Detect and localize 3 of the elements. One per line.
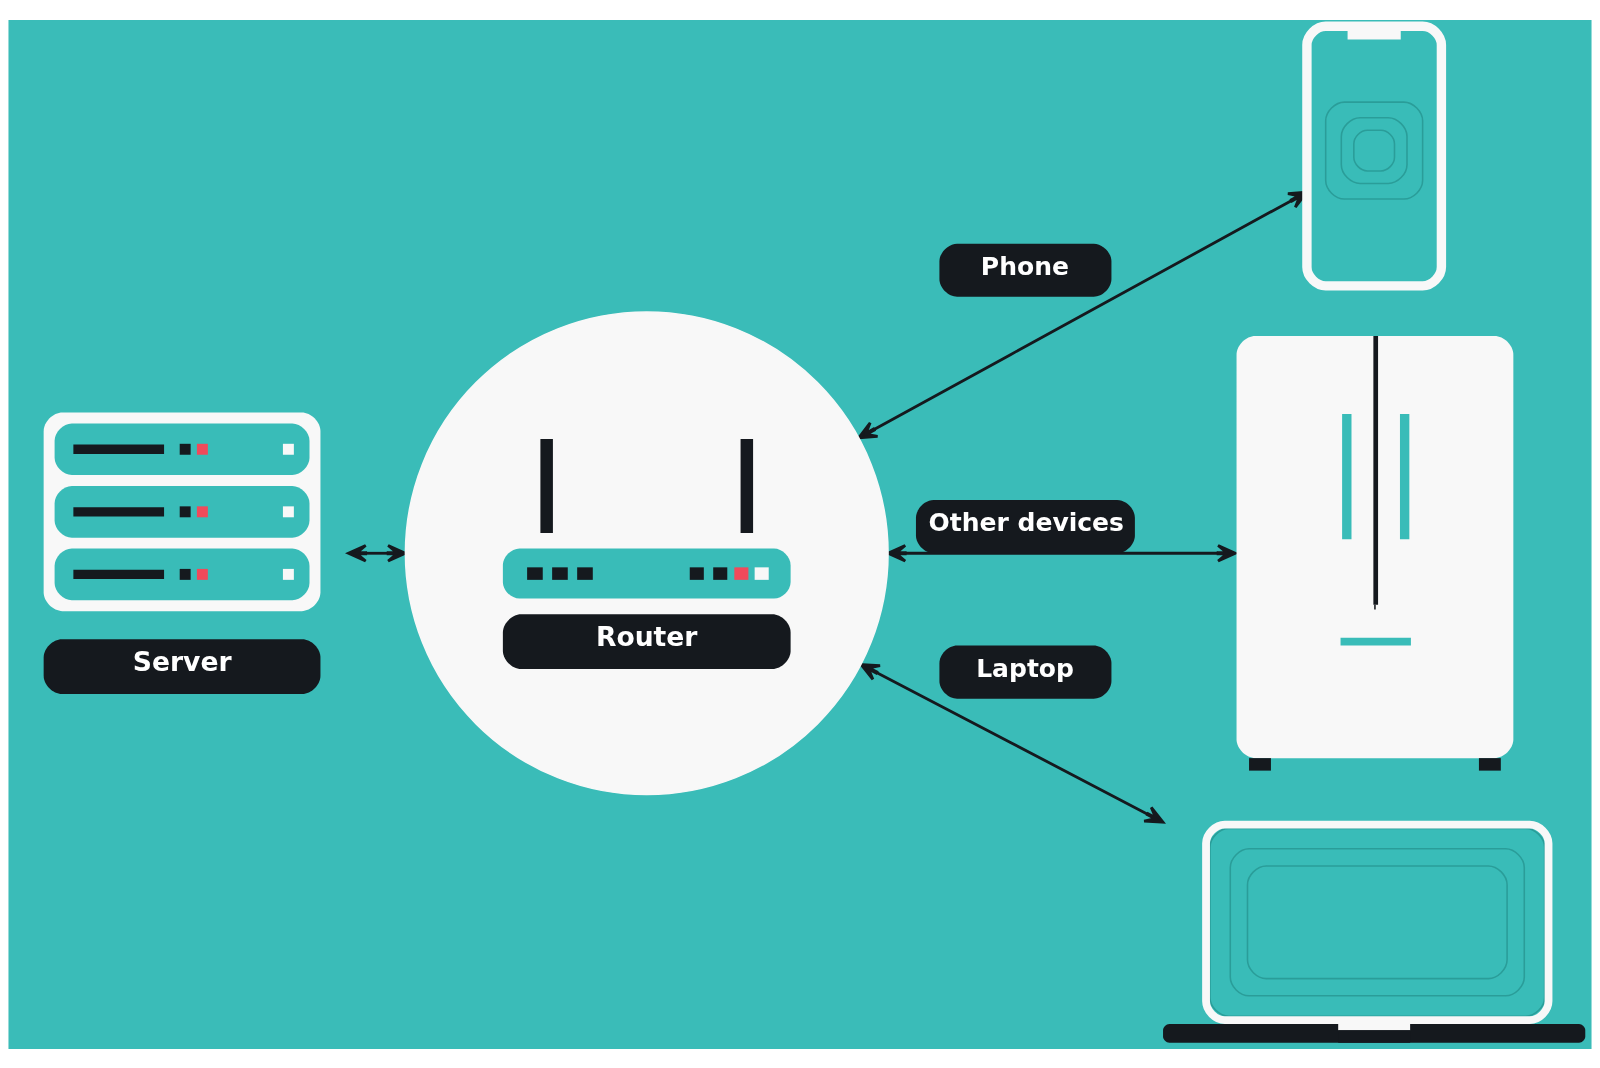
edge-label: Other devices (928, 507, 1124, 537)
edge-label: Phone (980, 251, 1069, 281)
edge-label: Laptop (976, 653, 1074, 682)
